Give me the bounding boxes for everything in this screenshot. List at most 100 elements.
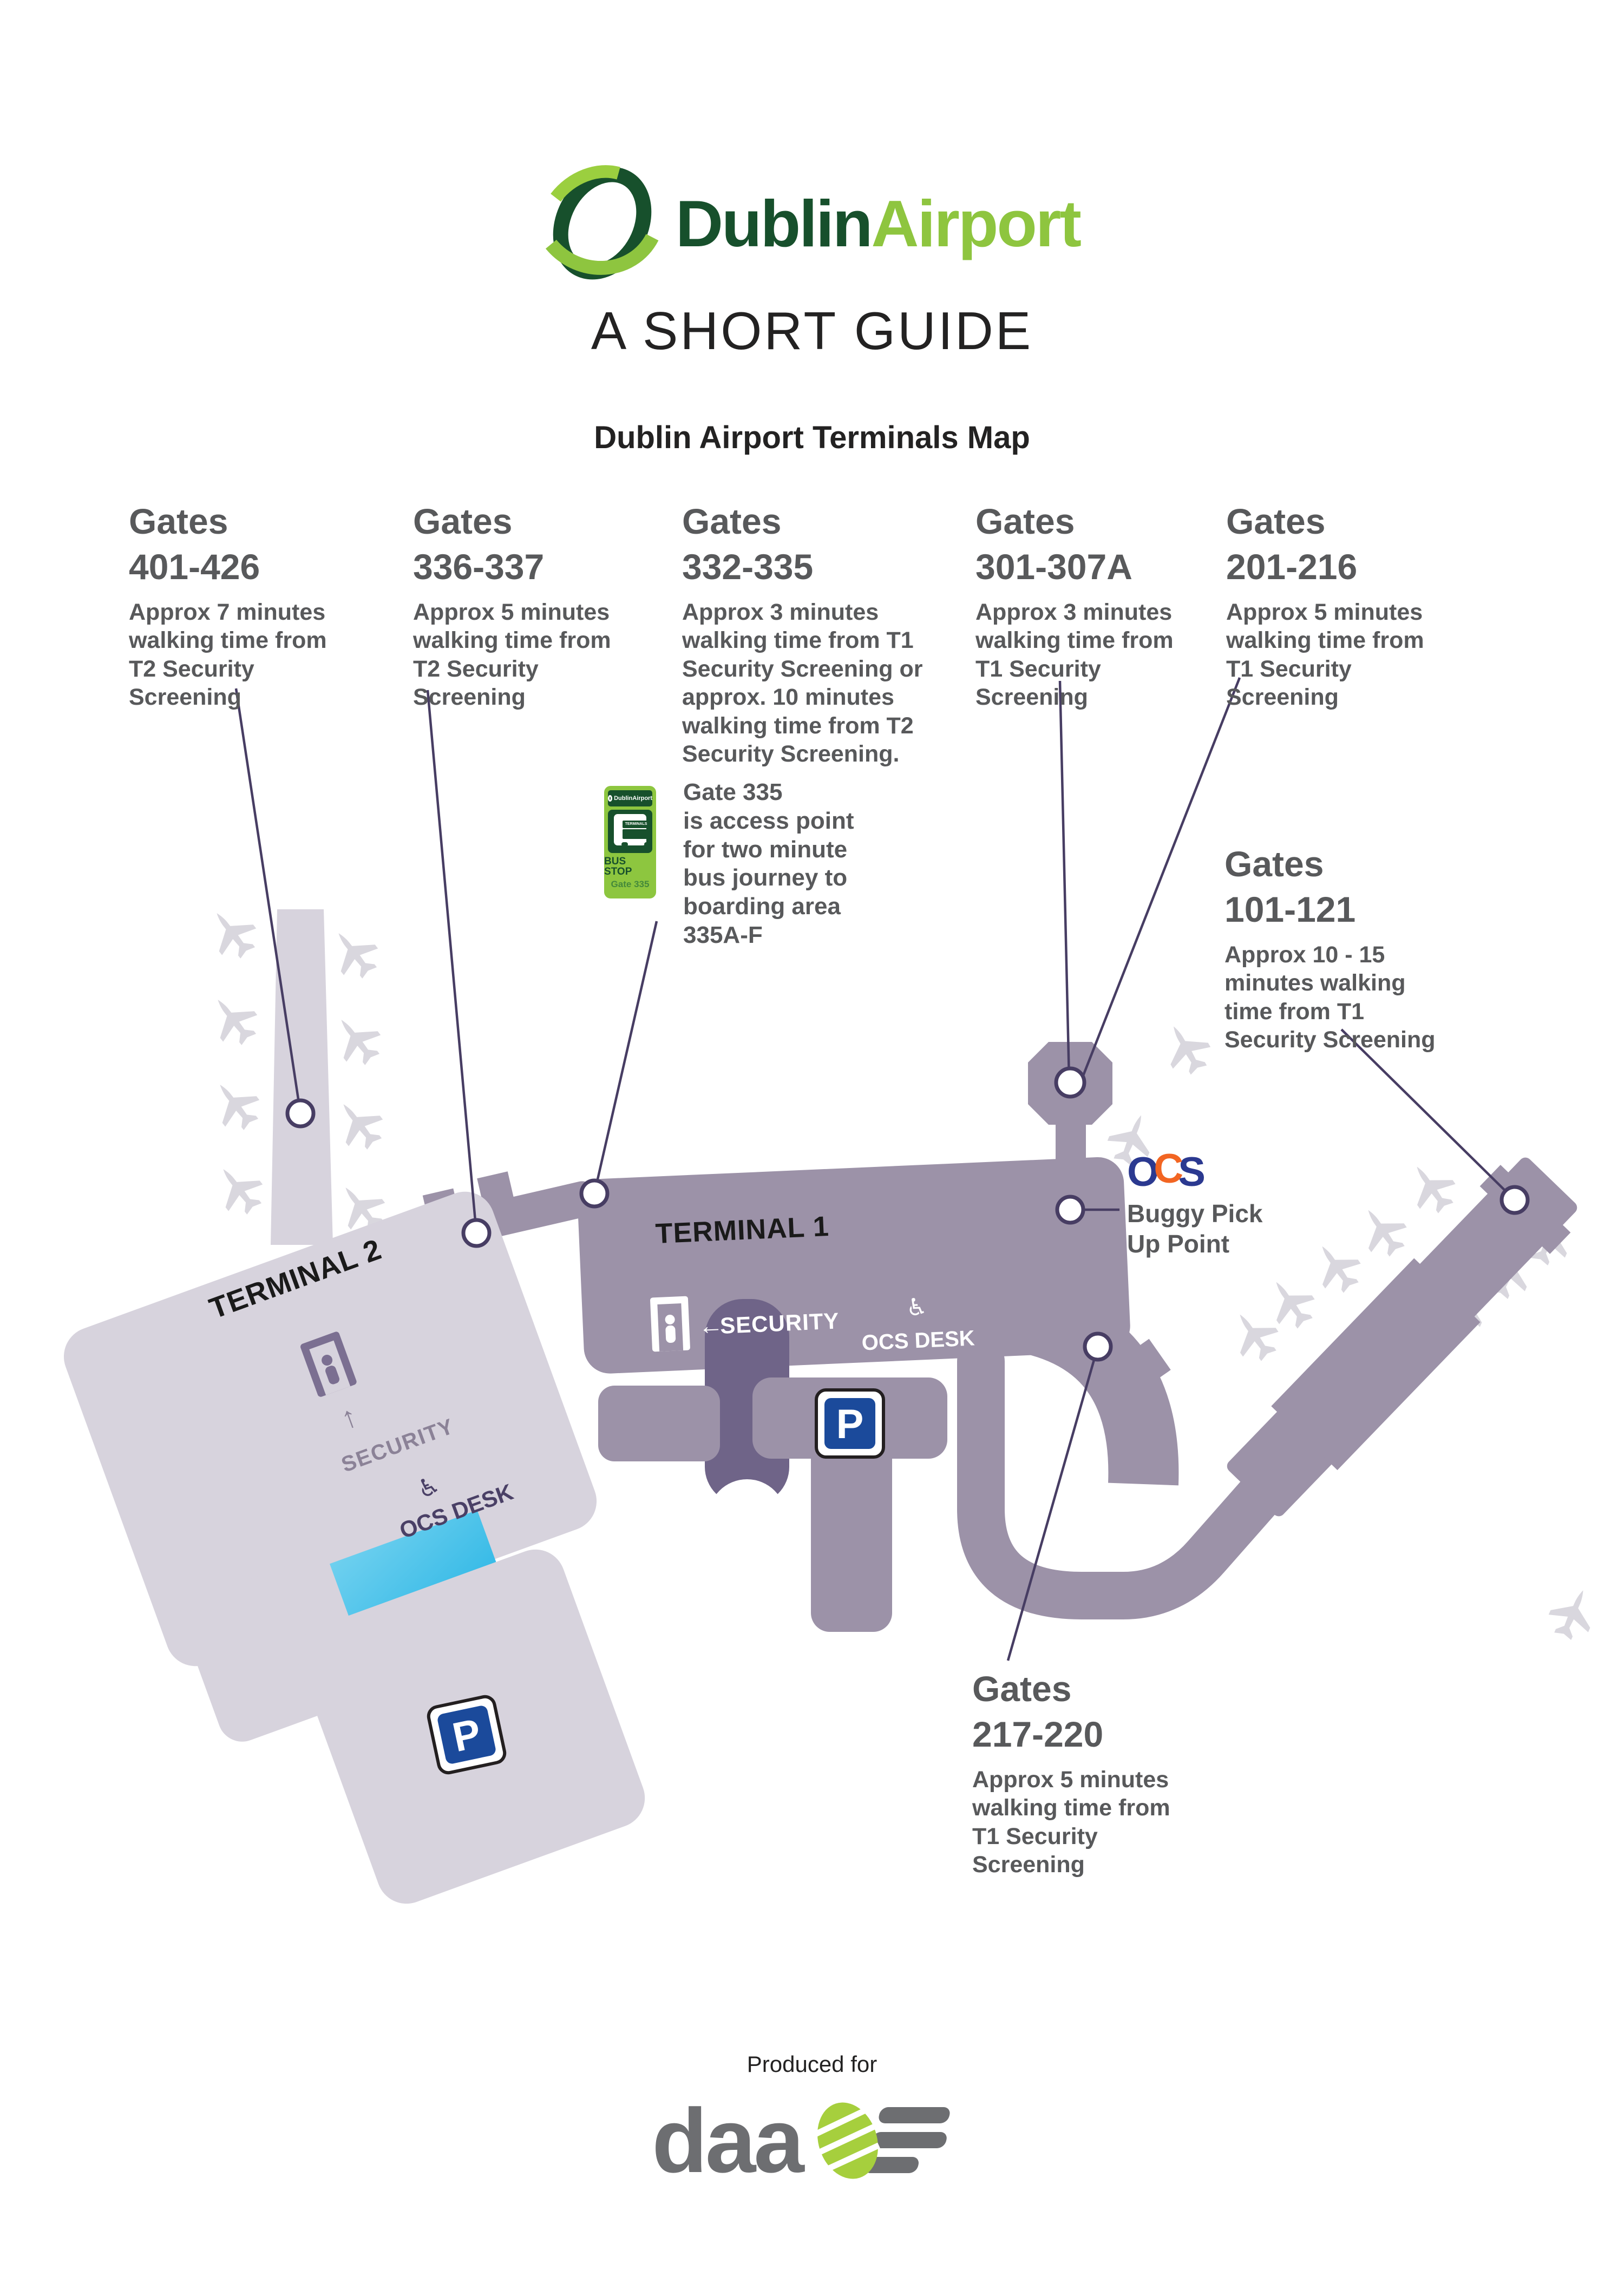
gate-heading: Gates [129, 501, 228, 541]
t1-ocs-desk-label: OCS DESK [861, 1326, 975, 1355]
bus-note-line: boarding area [683, 893, 841, 920]
bus-light [644, 842, 651, 847]
gate-desc: Approx 10 - 15 minutes walking time from… [1224, 941, 1436, 1053]
airplane-icon [1399, 1154, 1464, 1221]
t1-west-bar [598, 1386, 720, 1461]
gate-stub [477, 1171, 514, 1206]
airplane-icon [324, 1006, 390, 1073]
leader-332-335 [593, 921, 658, 1194]
buggy-pickup-label: Buggy Pick Up Point [1127, 1199, 1263, 1258]
bus-windshield [623, 829, 650, 839]
gate-info-336-337: Gates 336-337 Approx 5 minutes walking t… [413, 501, 619, 712]
gate-info-101-121: Gates 101-121 Approx 10 - 15 minutes wal… [1224, 843, 1441, 1054]
gate-heading: Gates [1226, 501, 1326, 541]
t2-gates-pier [271, 909, 333, 1245]
dublin-airport-logo-icon [608, 795, 613, 802]
airplane-icon [1258, 1269, 1323, 1336]
gate-desc: Approx 3 minutes walking time from T1 Se… [975, 599, 1174, 711]
gate-heading: Gates [682, 501, 782, 541]
leader-336-337 [426, 690, 478, 1234]
ocs-logo-o: O [1127, 1149, 1159, 1195]
leader-markers [285, 1066, 1530, 1362]
bus-terminals-sign: TERMINALS [623, 821, 650, 828]
parking-sign-icon [816, 1390, 883, 1457]
gate-desc: Approx 5 minutes walking time from T1 Se… [972, 1766, 1170, 1878]
brand-part2: Airport [871, 186, 1082, 260]
gate-info-201-216: Gates 201-216 Approx 5 minutes walking t… [1226, 501, 1432, 712]
leader-301-307A [1058, 680, 1071, 1081]
t1-ocs-desk-group: ♿ OCS DESK [861, 1294, 975, 1355]
stub-arch-cutout [708, 1479, 786, 1557]
brand-part1: Dublin [675, 186, 873, 260]
bus-note: Gate 335 is access point for two minute … [683, 778, 921, 950]
brand-wordmark: DublinAirport [676, 191, 1082, 257]
daa-logo: daa [0, 2089, 1624, 2192]
daa-logo-icon [814, 2102, 950, 2179]
bus-note-line: bus journey to [683, 864, 848, 891]
airplane-icon [206, 1156, 272, 1223]
bus-icon: TERMINALS [608, 810, 652, 853]
leader-101-121 [1340, 1028, 1516, 1201]
airplane-icon [321, 920, 387, 987]
marker-401-426 [285, 1098, 316, 1129]
dublin-airport-logo-icon [545, 165, 659, 280]
rotunda-neck [1056, 1120, 1086, 1188]
produced-for-label: Produced for [746, 2051, 878, 2077]
airside-corridor-road [957, 1337, 1286, 1619]
map-title: Dublin Airport Terminals Map [594, 420, 1030, 455]
gate-range: 101-121 [1224, 889, 1356, 929]
security-person-head [322, 1355, 333, 1366]
airplane-icon [1222, 1302, 1287, 1368]
airplane-icon [200, 986, 266, 1053]
gate-range: 301-307A [975, 546, 1132, 587]
airplane-icon [202, 1071, 269, 1138]
leader-401-426 [234, 688, 302, 1114]
t1-security-group: ← SECURITY [650, 1296, 840, 1352]
gate-desc: Approx 3 minutes walking time from T1 Se… [682, 599, 923, 767]
header-brand: DublinAirport [0, 162, 1624, 284]
security-person-body [665, 1325, 676, 1343]
gate-heading: Gates [413, 501, 513, 541]
bus-note-line: is access point [683, 807, 854, 834]
airplane-icon [326, 1091, 392, 1158]
airplane-icon [199, 900, 265, 967]
airplane-icon [1304, 1234, 1369, 1300]
bus-stop-label: BUS STOP [604, 856, 632, 877]
marker-332-335 [579, 1178, 610, 1209]
bus-body: TERMINALS [614, 814, 651, 847]
bus-light [621, 842, 628, 847]
bus-sign-brand: DublinAirport [614, 795, 652, 802]
airplane-icon [1543, 1581, 1603, 1645]
gate-range: 401-426 [129, 546, 260, 587]
airplane-icon [1350, 1197, 1415, 1264]
gate-heading: Gates [1224, 844, 1324, 884]
gate-desc: Approx 5 minutes walking time from T2 Se… [413, 599, 611, 711]
gate-desc: Approx 7 minutes walking time from T2 Se… [129, 599, 327, 711]
gate-range: 201-216 [1226, 546, 1358, 587]
gate-info-301-307A: Gates 301-307A Approx 3 minutes walking … [975, 501, 1181, 712]
bus-sign-brand-bar: DublinAirport [608, 790, 652, 806]
t1-security-label: SECURITY [719, 1308, 840, 1339]
terminal1-label: TERMINAL 1 [655, 1211, 830, 1250]
marker-336-337 [461, 1218, 492, 1248]
gate-range: 336-337 [413, 546, 545, 587]
bus-stop-gate-label: Gate 335 [611, 879, 650, 889]
gate-desc: Approx 5 minutes walking time from T1 Se… [1226, 599, 1424, 711]
security-person-body [325, 1366, 339, 1385]
leader-217-220 [1006, 1346, 1099, 1661]
gate-range: 217-220 [972, 1714, 1104, 1754]
bus-stop-sign: DublinAirport TERMINALS BUS STOP Gate 33… [604, 786, 656, 898]
marker-217-220 [1083, 1331, 1113, 1362]
pier-wide-mid [1271, 1258, 1481, 1471]
wheelchair-icon: ♿ [906, 1294, 928, 1321]
daa-wordmark: daa [652, 2090, 804, 2192]
buggy-pickup-note: OCS Buggy Pick Up Point [1127, 1149, 1306, 1259]
page-title: A SHORT GUIDE [591, 301, 1033, 360]
leader-lines [234, 677, 1516, 1661]
gate-info-401-426: Gates 401-426 Approx 7 minutes walking t… [129, 501, 335, 712]
bus-note-line: for two minute [683, 836, 848, 863]
ocs-logo: OCS [1127, 1149, 1306, 1195]
gate-heading: Gates [972, 1669, 1072, 1709]
